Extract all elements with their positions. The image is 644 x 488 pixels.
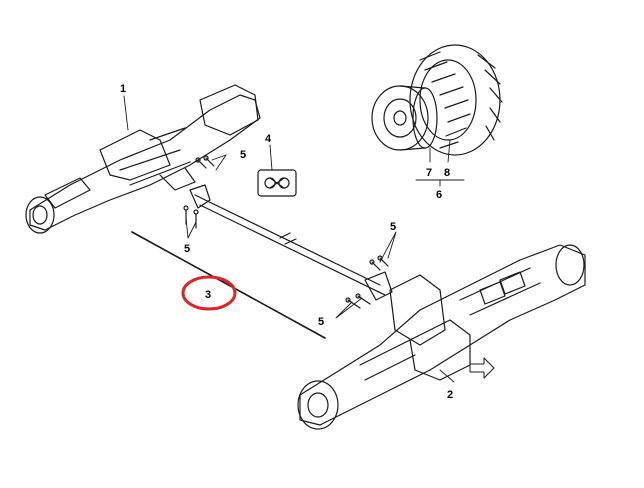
callout-1: 1 <box>120 83 126 95</box>
callout-5-left: 5 <box>184 243 190 255</box>
callout-3: 3 <box>205 289 211 301</box>
callout-5-right: 5 <box>390 221 396 233</box>
fastener-group-left[interactable] <box>183 205 199 229</box>
front-axle[interactable] <box>297 244 586 430</box>
reference-line <box>131 231 326 339</box>
callout-7: 7 <box>426 167 432 179</box>
tire[interactable] <box>409 44 503 156</box>
rear-axle[interactable] <box>25 84 261 234</box>
highlight-circle <box>181 275 237 311</box>
rim[interactable] <box>371 85 438 151</box>
drive-shaft[interactable] <box>189 184 393 301</box>
callout-4: 4 <box>265 133 272 145</box>
callout-2: 2 <box>447 389 453 401</box>
fastener-group-top[interactable] <box>195 155 215 169</box>
fastener-group-bottom[interactable] <box>345 293 371 309</box>
callout-5-top: 5 <box>240 149 246 161</box>
leader-lines <box>123 95 465 383</box>
fastener-group-right[interactable] <box>369 255 389 271</box>
callout-8: 8 <box>444 167 450 179</box>
callout-6: 6 <box>436 189 442 201</box>
arrow-right-icon <box>469 357 495 379</box>
callout-5-bottom: 5 <box>318 316 324 328</box>
universal-joint[interactable] <box>257 169 297 197</box>
